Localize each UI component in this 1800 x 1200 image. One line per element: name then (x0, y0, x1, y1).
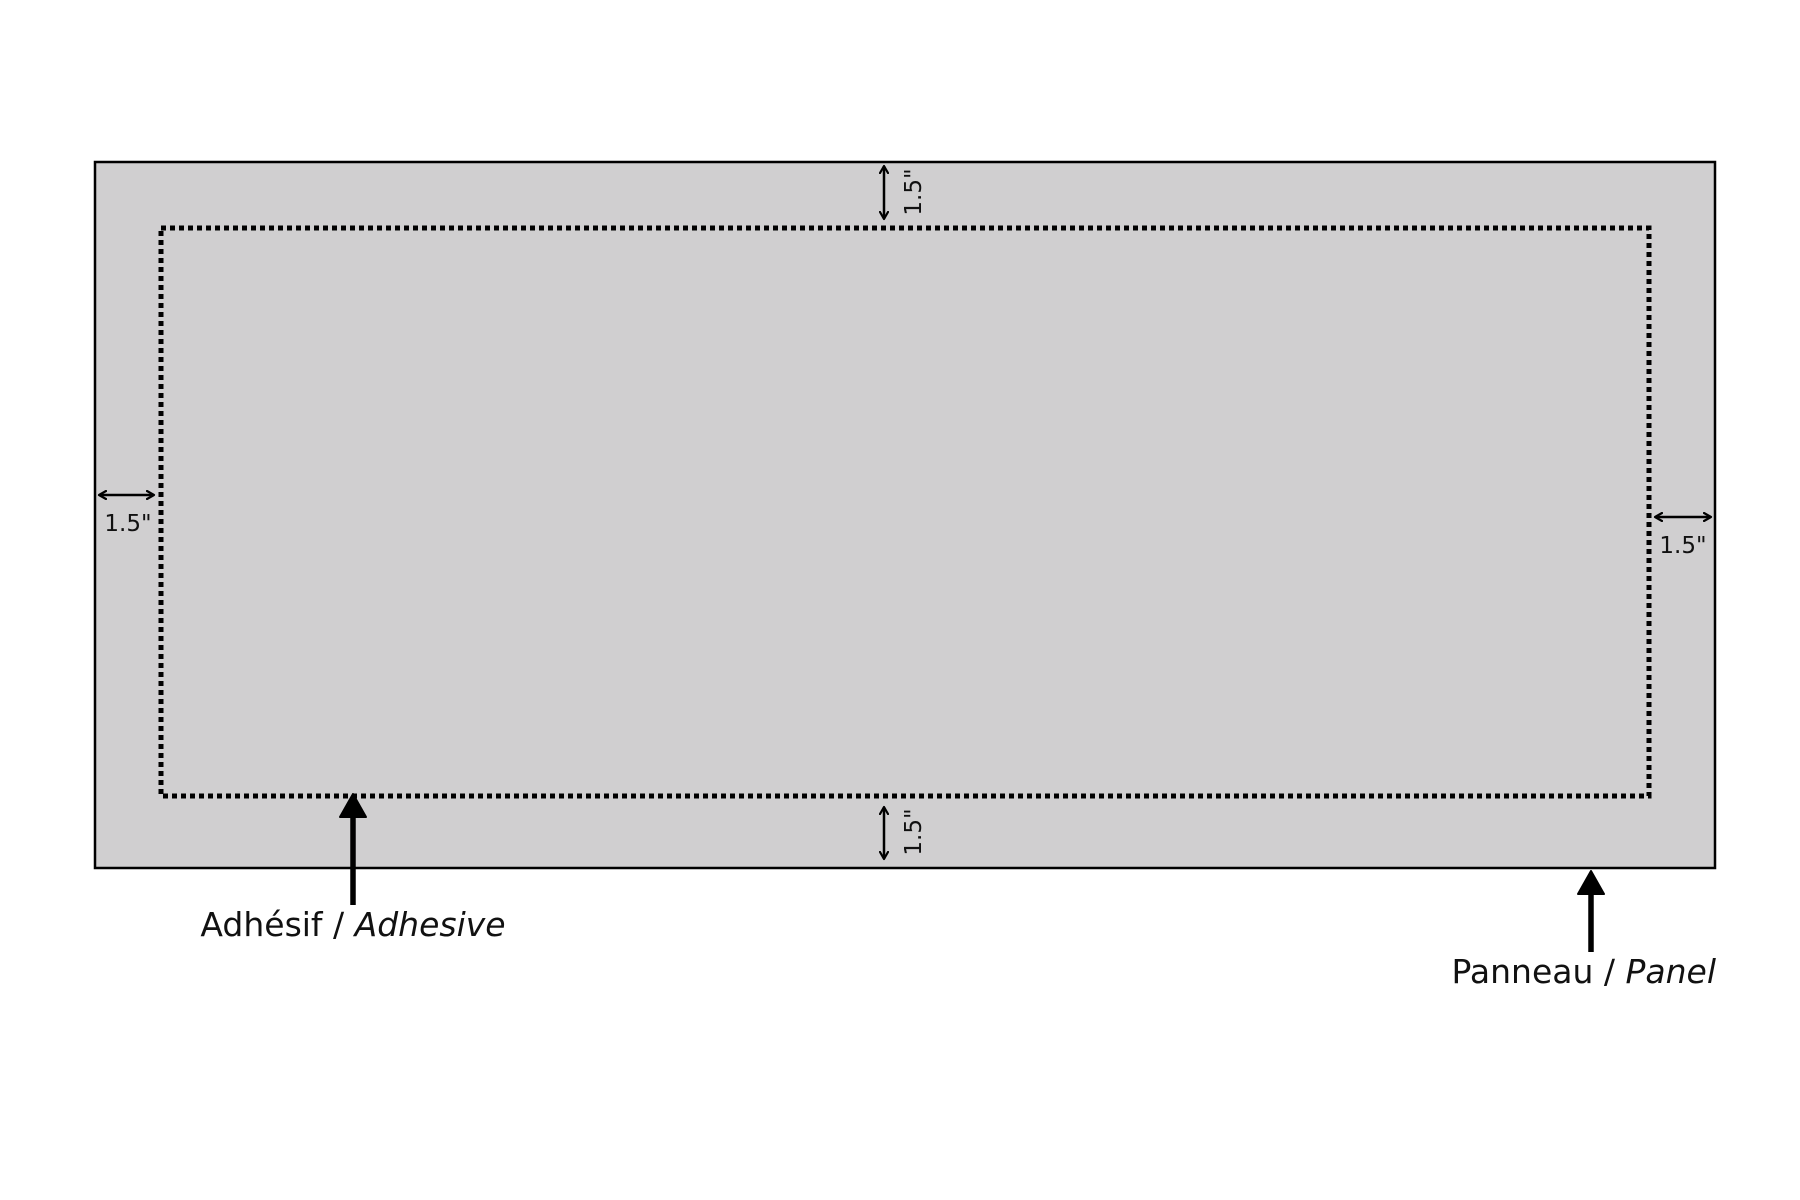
dimension-left-label: 1.5" (104, 511, 151, 537)
adhesive-callout: Adhésif / Adhesive (200, 793, 506, 944)
dimension-bottom-label: 1.5" (901, 808, 927, 855)
dimension-top-label: 1.5" (901, 168, 927, 215)
dimension-right: 1.5" (1655, 517, 1711, 559)
adhesive-border (158, 225, 1652, 799)
dimension-right-label: 1.5" (1659, 533, 1706, 559)
adhesive-label: Adhésif / Adhesive (200, 905, 505, 944)
dimension-top: 1.5" (884, 166, 927, 219)
panel-callout: Panneau / Panel (1451, 870, 1716, 991)
panel-label-fr: Panneau / (1451, 952, 1625, 991)
panel-label-en: Panel (1625, 952, 1716, 991)
dimension-bottom: 1.5" (884, 807, 927, 859)
adhesive-arrow-icon (339, 793, 367, 818)
adhesive-label-en: Adhesive (353, 905, 506, 944)
dimension-left: 1.5" (99, 495, 154, 537)
adhesive-label-fr: Adhésif / (200, 905, 354, 944)
panel-arrow-icon (1577, 870, 1605, 895)
panel-label: Panneau / Panel (1451, 952, 1716, 991)
panel-outline (93, 160, 1717, 870)
